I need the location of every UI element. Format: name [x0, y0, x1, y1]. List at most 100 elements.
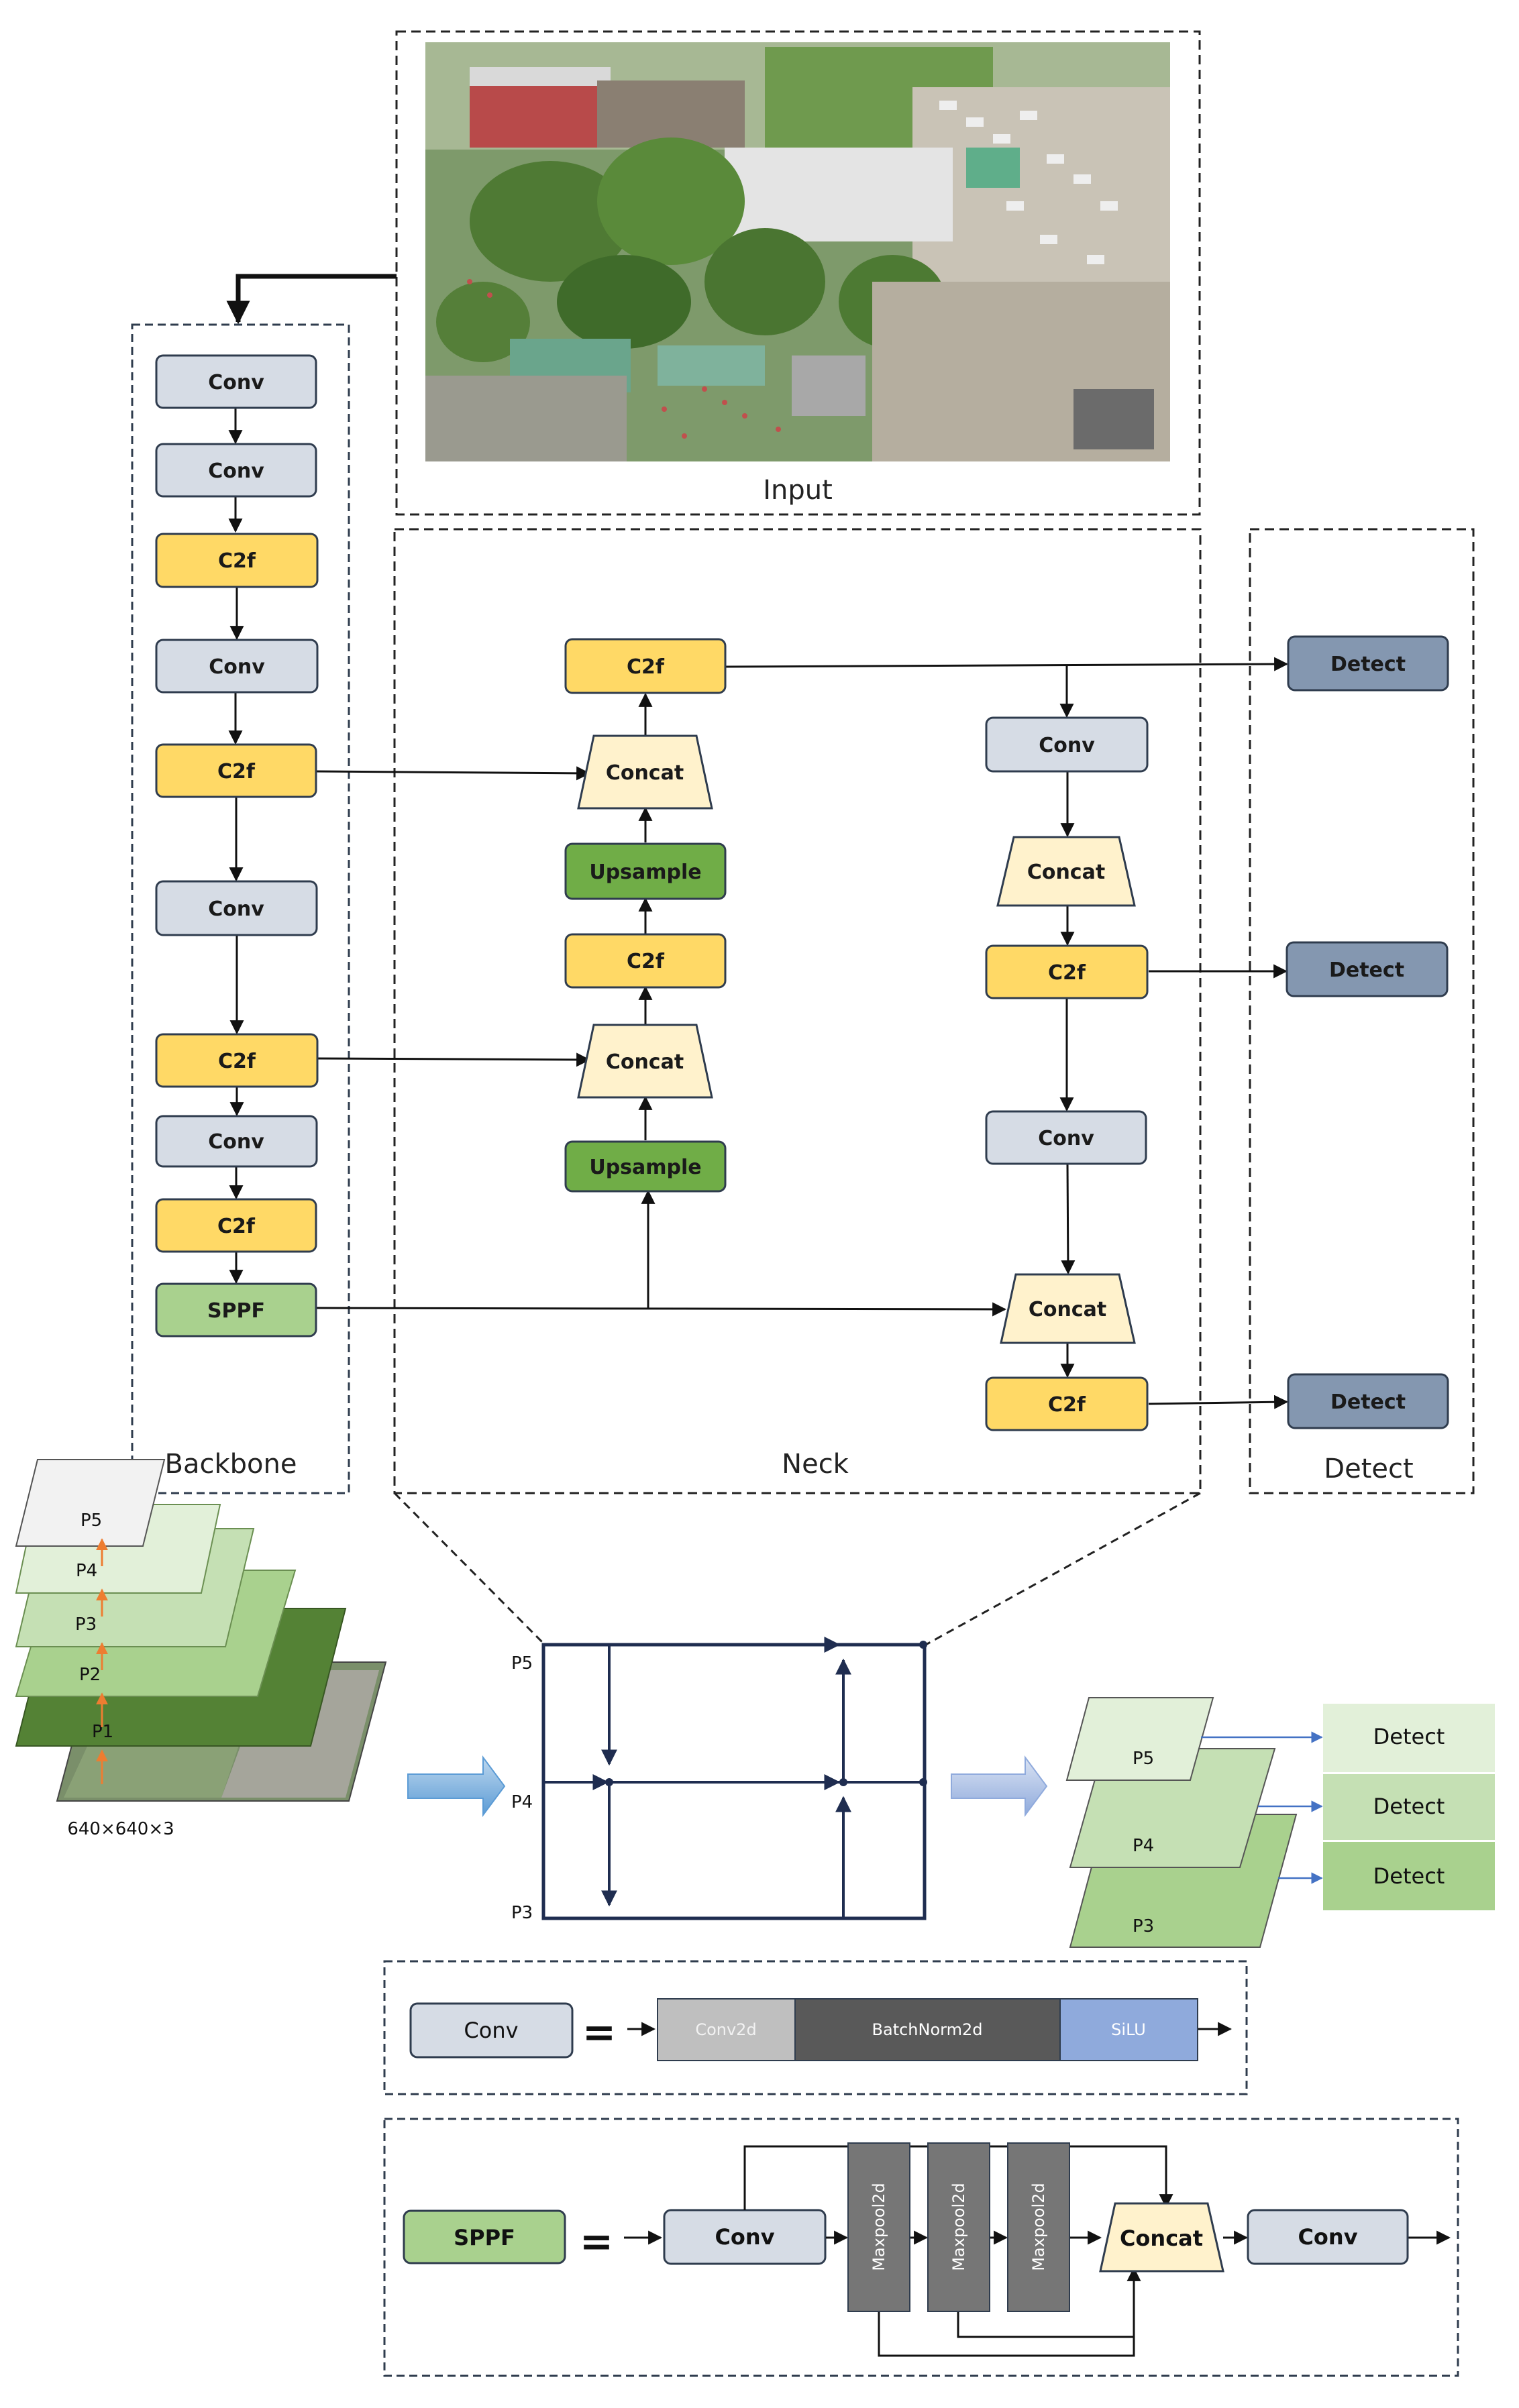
svg-text:BatchNorm2d: BatchNorm2d	[872, 2020, 983, 2039]
sppf-def-block: SPPF	[403, 2209, 566, 2264]
svg-text:C2f: C2f	[627, 950, 665, 973]
zoom-line-left	[393, 1492, 545, 1645]
backbone-c2f-4: C2f	[155, 1198, 317, 1253]
fpn-to-output-arrow	[951, 1755, 1048, 1818]
svg-text:SPPF: SPPF	[207, 1299, 265, 1323]
svg-text:Conv: Conv	[208, 371, 264, 394]
backbone-conv-5: Conv	[155, 1115, 318, 1168]
output-detect-3: Detect	[1323, 1842, 1495, 1910]
detect-panel: Detect	[1249, 528, 1475, 1494]
svg-text:P5: P5	[1133, 1749, 1154, 1769]
svg-text:Conv: Conv	[715, 2224, 774, 2250]
detect-head-1: Detect	[1287, 635, 1449, 692]
output-levels: P3 P4 P5 Detect Detect Dete	[1065, 1697, 1495, 1948]
svg-text:C2f: C2f	[217, 1215, 256, 1238]
input-aerial-photo	[425, 42, 1170, 461]
svg-text:Concat: Concat	[1120, 2226, 1203, 2251]
detect-label: Detect	[1324, 1454, 1413, 1484]
fpn-p5-label: P5	[511, 1653, 533, 1674]
neck-concat-3: Concat	[996, 836, 1136, 907]
svg-text:Upsample: Upsample	[589, 861, 701, 884]
backbone-conv-1: Conv	[155, 354, 317, 409]
neck-upsample-1: Upsample	[564, 842, 727, 900]
pyramid-level-p5: P5	[15, 1459, 166, 1547]
p2-label: P2	[79, 1665, 101, 1685]
backbone-sppf: SPPF	[155, 1282, 317, 1337]
p3-label: P3	[75, 1615, 97, 1635]
neck-blocks: C2f Concat Upsample C2f Concat Upsample …	[564, 638, 1149, 1431]
sppf-def-concat: Concat	[1099, 2202, 1224, 2273]
p4-label: P4	[76, 1561, 97, 1581]
zoom-line-right	[924, 1492, 1201, 1647]
svg-text:Conv: Conv	[1038, 1127, 1094, 1150]
svg-text:C2f: C2f	[218, 549, 256, 573]
svg-text:SPPF: SPPF	[454, 2225, 515, 2250]
svg-text:Concat: Concat	[606, 1050, 684, 1074]
conv-def-conv2d: Conv2d	[657, 1998, 796, 2061]
output-detect-1: Detect	[1323, 1704, 1495, 1772]
backbone-conv-4: Conv	[155, 880, 318, 936]
sppf-def-maxpool-2: Maxpool2d	[927, 2142, 990, 2312]
backbone-c2f-3: C2f	[155, 1033, 319, 1088]
output-level-p5: P5	[1065, 1697, 1214, 1781]
fpn-p4-label: P4	[511, 1792, 533, 1812]
main-connections	[228, 408, 1289, 1409]
neck-c2f-3: C2f	[985, 1376, 1149, 1431]
svg-text:Conv: Conv	[1298, 2224, 1357, 2250]
neck-concat-4: Concat	[1000, 1273, 1136, 1344]
svg-text:Detect: Detect	[1373, 1724, 1445, 1749]
neck-label: Neck	[782, 1449, 849, 1480]
sppf-definition: SPPF = Conv Maxpool2d Maxpool2d	[383, 2118, 1459, 2377]
neck-c2f-mid: C2f	[564, 933, 727, 989]
neck-concat-1: Concat	[577, 734, 713, 810]
svg-text:Detect: Detect	[1330, 653, 1406, 676]
pyramid-to-fpn-arrow	[407, 1755, 506, 1818]
svg-text:Detect: Detect	[1373, 1794, 1445, 1819]
neck-c2f-top: C2f	[564, 638, 727, 694]
feature-pyramid: P1 P2 P3 P4 P5 640×640×3	[15, 1459, 387, 1839]
svg-text:C2f: C2f	[627, 655, 665, 679]
sppf-def-conv-out: Conv	[1247, 2209, 1409, 2265]
sppf-def-conv-in: Conv	[663, 2209, 827, 2265]
detect-head-3: Detect	[1287, 1373, 1449, 1429]
sppf-def-maxpool-1: Maxpool2d	[847, 2142, 910, 2312]
svg-text:Maxpool2d: Maxpool2d	[1029, 2183, 1048, 2270]
input-label: Input	[763, 475, 833, 506]
input-to-backbone-arrow	[226, 274, 397, 325]
p5-label: P5	[81, 1511, 102, 1531]
detect-heads: Detect Detect Detect	[1286, 635, 1449, 1429]
svg-text:P4: P4	[1133, 1836, 1154, 1856]
detect-head-2: Detect	[1286, 941, 1449, 997]
backbone-label: Backbone	[165, 1449, 297, 1480]
svg-text:SiLU: SiLU	[1111, 2020, 1146, 2039]
svg-text:Maxpool2d: Maxpool2d	[870, 2183, 888, 2270]
svg-text:Conv: Conv	[1039, 734, 1095, 757]
neck-conv-1: Conv	[985, 716, 1149, 773]
svg-text:Detect: Detect	[1329, 959, 1404, 982]
backbone-panel: Backbone	[131, 323, 350, 1494]
backbone-blocks: Conv Conv C2f Conv C2f Conv C2f Conv	[155, 354, 319, 1337]
svg-text:Detect: Detect	[1330, 1390, 1406, 1414]
conv-def-silu: SiLU	[1059, 1998, 1198, 2061]
output-detect-2: Detect	[1323, 1774, 1495, 1840]
neck-upsample-2: Upsample	[564, 1140, 727, 1193]
conv-def-batchnorm2d: BatchNorm2d	[794, 1998, 1061, 2061]
svg-text:Conv: Conv	[464, 2018, 518, 2043]
input-panel: Input	[395, 30, 1201, 516]
fpn-p3-label: P3	[511, 1903, 533, 1923]
svg-text:Conv: Conv	[208, 459, 264, 483]
svg-text:Conv: Conv	[208, 1130, 264, 1154]
sppf-def-equals: =	[580, 2218, 613, 2265]
svg-text:C2f: C2f	[1048, 1393, 1086, 1417]
backbone-conv-2: Conv	[155, 443, 317, 498]
svg-text:C2f: C2f	[217, 760, 256, 783]
neck-c2f-2: C2f	[985, 944, 1149, 999]
backbone-c2f-1: C2f	[155, 533, 319, 588]
fpn-schematic: P5 P4 P3	[511, 1637, 927, 1923]
svg-text:Conv: Conv	[209, 655, 265, 679]
conv-def-equals: =	[582, 2009, 616, 2056]
neck-conv-2: Conv	[985, 1110, 1147, 1165]
svg-text:Maxpool2d: Maxpool2d	[949, 2183, 968, 2270]
conv-definition: Conv = Conv2d BatchNorm2d SiLU	[383, 1960, 1248, 2095]
